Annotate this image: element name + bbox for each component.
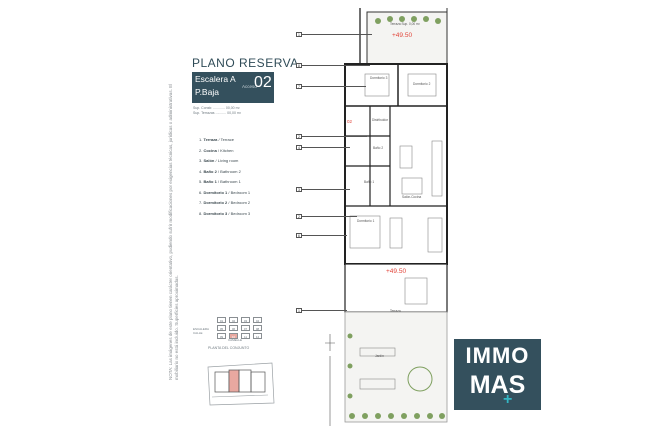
callout-6: 6 bbox=[296, 233, 302, 238]
unit-tag: 02 bbox=[347, 119, 353, 124]
plus-icon: + bbox=[503, 391, 513, 408]
callout-2: 2 bbox=[296, 134, 302, 139]
room-label: Salón-Cocina bbox=[402, 195, 422, 199]
grid-cell: 05 bbox=[217, 325, 226, 331]
callout-1b: 1 bbox=[296, 308, 302, 313]
grid-cell: 04 bbox=[253, 317, 262, 323]
callout-4: 4 bbox=[296, 145, 302, 150]
orientation-label: ESCALERA CALLE bbox=[193, 327, 209, 335]
site-plan-caption: PLANTA DEL CONJUNTO bbox=[208, 346, 250, 350]
callout-8: 8 bbox=[296, 63, 302, 68]
room-label: Baño 2 bbox=[373, 146, 384, 150]
legend-item: 2. Cocina / Kitchen bbox=[199, 147, 234, 153]
floor-plan bbox=[325, 8, 448, 426]
immomas-logo: IMMO MAS + bbox=[454, 339, 541, 410]
unit-number: 02 bbox=[254, 74, 272, 91]
grid-cell: 01 bbox=[217, 317, 226, 323]
room-label: Baño 1 bbox=[364, 180, 375, 184]
legend-item: 5. Baño 1 / Bathroom 1 bbox=[199, 179, 241, 184]
page-title: PLANO RESERVA bbox=[192, 56, 299, 70]
room-legend: 1. Terraza / Terrace 2. Cocina / Kitchen… bbox=[199, 137, 250, 221]
legend-item: 6. Dormitorio 1 / Bedroom 1 bbox=[199, 189, 251, 195]
callout-7: 7 bbox=[296, 84, 302, 89]
built-surface: Sup. Constr. ............ 00,00 m² bbox=[193, 106, 240, 110]
grid-cell-highlight: 10 bbox=[229, 333, 238, 339]
room-label: Dormitorio 3 bbox=[370, 76, 388, 80]
room-label: Distribuidor bbox=[372, 118, 389, 122]
grid-cell: 06 bbox=[229, 325, 238, 331]
elevation-bottom: +49.50 bbox=[386, 268, 407, 275]
legend-item: 3. Salón / Living room bbox=[199, 158, 239, 163]
callout-3: 3 bbox=[296, 187, 302, 192]
room-label: Terraza Sup. 0,00 m² bbox=[390, 22, 420, 26]
unit-info-box: Escalera A P.Baja Acceso 02 bbox=[192, 72, 274, 103]
room-label: Dormitorio 1 bbox=[357, 219, 375, 223]
grid-cell: 02 bbox=[229, 317, 238, 323]
elevation-top: +49.50 bbox=[392, 32, 413, 39]
callout-2b: 2 bbox=[296, 214, 302, 219]
legal-note: NOTA: Las imágenes de este plano tienen … bbox=[168, 83, 179, 380]
legend-item: 8. Dormitorio 3 / Bedroom 3 bbox=[199, 210, 251, 216]
floor-label: P.Baja bbox=[195, 87, 219, 97]
grid-cell: 07 bbox=[241, 325, 250, 331]
terrace-surface: Sup. Terrazas ........... 00,00 m² bbox=[193, 111, 241, 115]
unit-caption: Acceso bbox=[242, 84, 257, 89]
grid-cell: 03 bbox=[241, 317, 250, 323]
grid-cell: 08 bbox=[253, 325, 262, 331]
stair-label: Escalera A bbox=[195, 74, 236, 84]
room-label: Dormitorio 2 bbox=[413, 82, 431, 86]
room-label: Terraza bbox=[390, 309, 401, 313]
room-label: Jardín bbox=[375, 354, 384, 358]
callout-1: 1 bbox=[296, 32, 302, 37]
logo-text-immo: IMMO bbox=[465, 343, 530, 368]
legend-item: 1. Terraza / Terrace bbox=[199, 137, 235, 142]
legend-item: 7. Dormitorio 2 / Bedroom 2 bbox=[199, 200, 251, 205]
grid-cell: 09 bbox=[217, 333, 226, 339]
grid-cell: 12 bbox=[253, 333, 262, 339]
site-plan bbox=[207, 362, 275, 406]
logo-text-mas: MAS bbox=[469, 371, 526, 399]
street-label: CAMELLE bbox=[228, 338, 243, 342]
legend-item: 4. Baño 2 / Bathroom 2 bbox=[199, 168, 241, 174]
grid-cell: 11 bbox=[241, 333, 250, 339]
